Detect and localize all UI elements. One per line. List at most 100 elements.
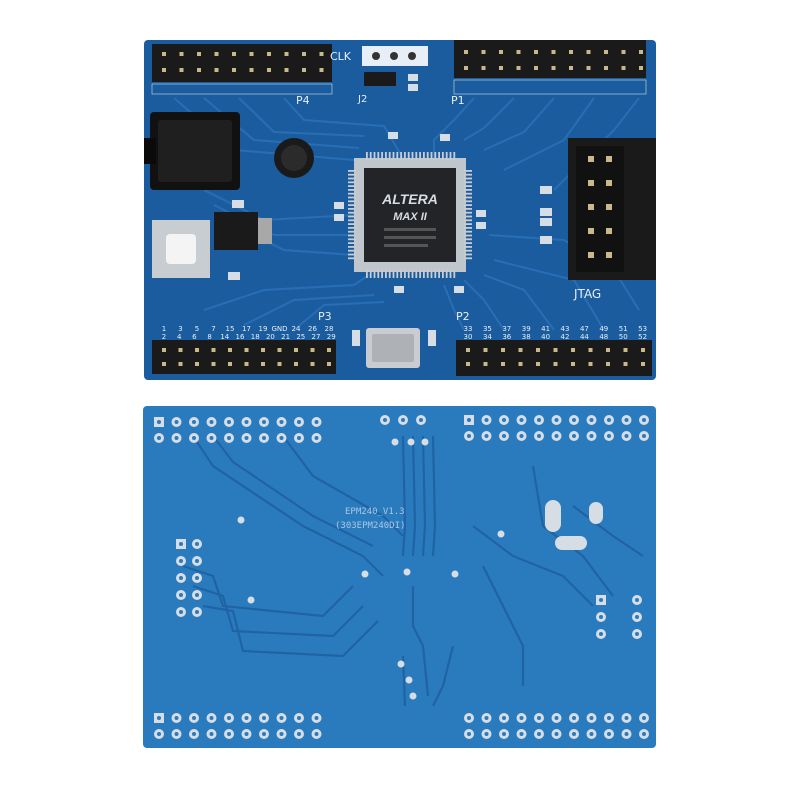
pad-hole (279, 716, 284, 720)
pin-number-label: 50 (619, 333, 628, 341)
chip-pin (369, 152, 372, 160)
chip-pin (449, 152, 452, 160)
header-pin (464, 50, 468, 54)
header-p3 (152, 340, 336, 374)
header-pin (586, 66, 591, 70)
chip-pin (404, 152, 406, 160)
chip-pin (407, 270, 410, 278)
chip-pin (381, 270, 383, 278)
crystal-top (372, 334, 414, 362)
pad-hole (554, 716, 559, 720)
chip-pin (348, 242, 356, 244)
pad-hole (314, 716, 319, 720)
chip-pin (464, 227, 472, 229)
pad-hole (174, 716, 179, 720)
p1-label: P1 (451, 94, 465, 107)
pin-number-label: 29 (327, 333, 336, 341)
pad-hole (467, 418, 471, 422)
pad-hole (589, 732, 594, 736)
dc-power-jack (144, 112, 240, 190)
chip-pin (445, 270, 448, 278)
via (409, 692, 417, 700)
pad-hole (624, 418, 629, 422)
chip-pin (442, 152, 444, 160)
cpld-chip: ALTERA MAX II (348, 152, 472, 278)
header-pin (319, 68, 324, 72)
via (237, 516, 245, 524)
header-p4 (152, 44, 332, 82)
chip-pin (464, 204, 472, 206)
pad-hole (192, 436, 196, 440)
header-p2 (456, 340, 652, 376)
pad-hole (624, 716, 629, 720)
header-pin (481, 50, 486, 54)
pad-hole (502, 434, 506, 438)
chip-pin (348, 185, 356, 187)
pad-hole (502, 732, 506, 736)
chip-pin (348, 211, 356, 214)
pad-hole (467, 434, 471, 438)
chip-pin (464, 200, 472, 203)
chip-pin (388, 270, 391, 278)
header-pin (604, 50, 608, 54)
header-pin (179, 68, 184, 72)
pad-hole (484, 418, 489, 422)
chip-marking (384, 228, 436, 231)
pad-hole (554, 418, 559, 422)
pin-number-label: 20 (266, 333, 275, 341)
header-pin (553, 348, 558, 352)
via (451, 570, 459, 578)
via (403, 568, 411, 576)
pin-number-label: 28 (325, 325, 334, 333)
header-pin (302, 68, 306, 72)
chip-pin (438, 270, 440, 278)
pad-hole (642, 418, 646, 422)
header-pin (294, 348, 298, 352)
pin-number-label: 49 (599, 325, 608, 333)
header-pin (464, 66, 468, 70)
header-pin (267, 52, 271, 56)
jtag-pin (588, 180, 594, 186)
chip-pin (348, 253, 356, 256)
chip-pin (434, 152, 437, 160)
pad-hole (157, 420, 161, 424)
header-pin (534, 50, 538, 54)
via (407, 438, 415, 446)
reset-button[interactable] (166, 234, 196, 264)
header-pin (623, 348, 628, 352)
header-pin (232, 52, 236, 56)
pad-hole (599, 615, 603, 619)
pad-hole (589, 716, 594, 720)
chip-pin (348, 192, 356, 195)
header-pin (249, 68, 254, 72)
chip-pin (430, 270, 433, 278)
header-pin (569, 66, 573, 70)
chip-pin (396, 270, 399, 278)
pad-hole (179, 576, 183, 580)
chip-pin (369, 270, 372, 278)
header-pin (604, 66, 608, 70)
capacitor-top (281, 145, 307, 171)
header-pin (178, 362, 183, 366)
clk-pin (408, 52, 416, 60)
pad-hole (484, 716, 489, 720)
header-pin (277, 362, 282, 366)
clk-pin (390, 52, 398, 60)
pad-hole (572, 434, 576, 438)
chip-pin (453, 270, 456, 278)
pad-hole (262, 716, 266, 720)
via (247, 596, 255, 604)
header-pin (586, 50, 591, 54)
pin-number-label: 18 (251, 333, 260, 341)
chip-marking (384, 244, 428, 247)
header-pin (641, 362, 645, 366)
pad-hole (227, 436, 231, 440)
chip-pin (381, 152, 383, 160)
chip-pin (464, 230, 472, 233)
clk-label: CLK (330, 50, 352, 63)
pad-hole (537, 434, 541, 438)
chip-marking (384, 236, 436, 239)
pad-hole (279, 436, 284, 440)
